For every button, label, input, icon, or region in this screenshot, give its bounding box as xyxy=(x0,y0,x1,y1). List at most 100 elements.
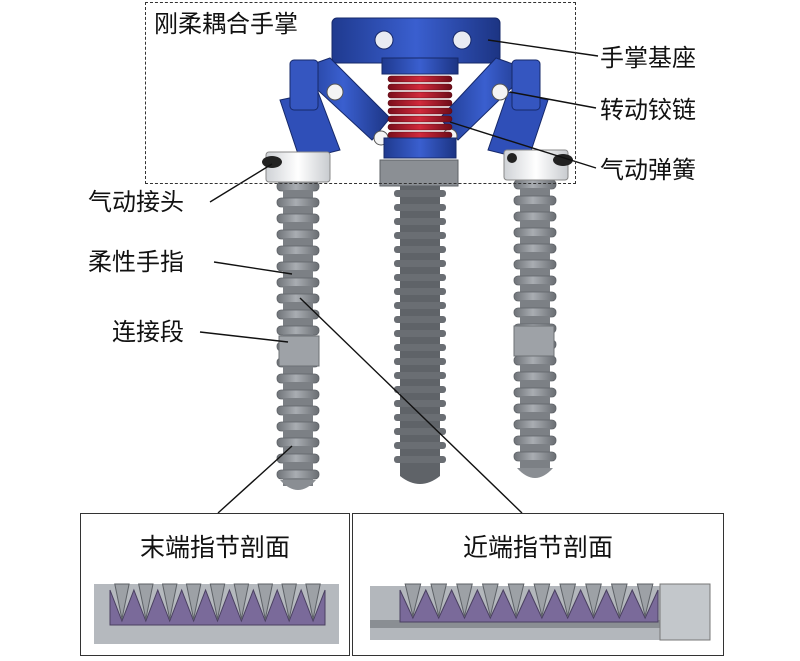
finger-rib-gap xyxy=(283,302,313,310)
finger-rib xyxy=(513,355,557,366)
finger-rib xyxy=(276,245,320,256)
spring-coil xyxy=(387,99,453,107)
finger-rib xyxy=(276,325,320,336)
middle-finger-tooth xyxy=(394,386,446,393)
base-hole xyxy=(452,30,472,50)
middle-finger-tooth xyxy=(394,274,446,281)
finger-rib-gap xyxy=(283,318,313,326)
proximal-section-panel: 近端指节剖面 xyxy=(352,513,724,656)
finger-rib xyxy=(276,197,320,208)
middle-finger xyxy=(379,159,459,484)
middle-finger-tooth xyxy=(394,260,446,267)
middle-finger-tooth xyxy=(394,302,446,309)
finger-rib xyxy=(513,211,557,222)
finger-rib-gap xyxy=(520,236,550,244)
hinge-pin xyxy=(326,83,344,101)
finger-rib-gap xyxy=(283,254,313,262)
finger-tip xyxy=(280,480,316,490)
middle-finger-tooth xyxy=(394,358,446,365)
finger-rib-gap xyxy=(283,190,313,198)
finger-rib xyxy=(513,307,557,318)
finger-rib-gap xyxy=(283,414,313,422)
middle-finger-tooth xyxy=(394,330,446,337)
finger-rib xyxy=(276,437,320,448)
finger-rib xyxy=(276,373,320,384)
middle-finger-tooth xyxy=(394,190,446,197)
finger-rib-gap xyxy=(520,220,550,228)
label-rotary-hinge: 转动铰链 xyxy=(600,96,696,124)
left-nozzle xyxy=(262,156,282,168)
finger-rib-gap xyxy=(283,222,313,230)
finger-rib xyxy=(276,405,320,416)
spring-coil xyxy=(387,83,453,91)
finger-rib xyxy=(513,243,557,254)
label-pneumatic-spring: 气动弹簧 xyxy=(600,156,696,184)
label-connecting-segment: 连接段 xyxy=(112,318,184,346)
middle-finger-tooth xyxy=(394,372,446,379)
finger-rib-gap xyxy=(283,270,313,278)
finger-rib-gap xyxy=(520,364,550,372)
finger-rib-gap xyxy=(520,396,550,404)
finger-rib xyxy=(276,293,320,304)
finger-rib xyxy=(276,229,320,240)
finger-rib xyxy=(276,213,320,224)
label-rigid-flexible-palm: 刚柔耦合手掌 xyxy=(154,10,298,38)
middle-finger-tooth xyxy=(394,232,446,239)
finger-rib-gap xyxy=(283,366,313,374)
left-finger xyxy=(276,181,320,490)
finger-rib-gap xyxy=(520,316,550,324)
right-finger xyxy=(513,179,557,478)
finger-rib-gap xyxy=(520,284,550,292)
middle-finger-tooth xyxy=(394,344,446,351)
finger-rib-gap xyxy=(520,252,550,260)
spring-coil xyxy=(387,91,453,99)
spring-coil xyxy=(387,107,453,115)
leader-segment xyxy=(199,331,289,343)
right-nozzle xyxy=(553,154,573,166)
finger-rib-gap xyxy=(520,380,550,388)
finger-rib-gap xyxy=(520,428,550,436)
finger-rib-gap xyxy=(520,460,550,468)
label-flexible-finger: 柔性手指 xyxy=(88,248,184,276)
finger-rib xyxy=(513,227,557,238)
proximal-section-title: 近端指节剖面 xyxy=(462,533,613,562)
finger-rib xyxy=(276,453,320,464)
label-pneumatic-connector: 气动接头 xyxy=(88,188,184,216)
spring-coil xyxy=(387,75,453,83)
finger-tip xyxy=(517,468,553,478)
finger-rib-gap xyxy=(283,398,313,406)
middle-finger-tooth xyxy=(394,456,446,463)
base-hole xyxy=(374,30,394,50)
label-palm-base: 手掌基座 xyxy=(600,44,696,72)
finger-rib xyxy=(276,469,320,480)
palm-group-box xyxy=(145,2,576,184)
finger-rib xyxy=(513,371,557,382)
finger-rib xyxy=(513,387,557,398)
middle-finger-tip xyxy=(400,476,440,484)
finger-rib-gap xyxy=(283,446,313,454)
finger-rib-gap xyxy=(520,204,550,212)
finger-rib-gap xyxy=(283,430,313,438)
finger-rib-gap xyxy=(520,188,550,196)
middle-finger-tooth xyxy=(394,400,446,407)
leader-proximal xyxy=(299,297,523,514)
connecting-segment-block xyxy=(278,335,320,367)
middle-finger-tooth xyxy=(394,442,446,449)
leader-hinge xyxy=(509,91,597,109)
finger-rib xyxy=(276,389,320,400)
finger-rib xyxy=(276,421,320,432)
finger-rib-gap xyxy=(283,238,313,246)
finger-rib xyxy=(513,403,557,414)
finger-rib xyxy=(513,259,557,270)
leader-finger xyxy=(213,261,293,275)
leader-spring xyxy=(449,121,597,169)
finger-rib xyxy=(276,309,320,320)
finger-rib-gap xyxy=(283,382,313,390)
finger-rib-gap xyxy=(520,444,550,452)
middle-finger-tooth xyxy=(394,316,446,323)
leader-palm-base xyxy=(487,39,599,57)
palm-assembly xyxy=(262,17,573,183)
middle-finger-tooth xyxy=(394,428,446,435)
